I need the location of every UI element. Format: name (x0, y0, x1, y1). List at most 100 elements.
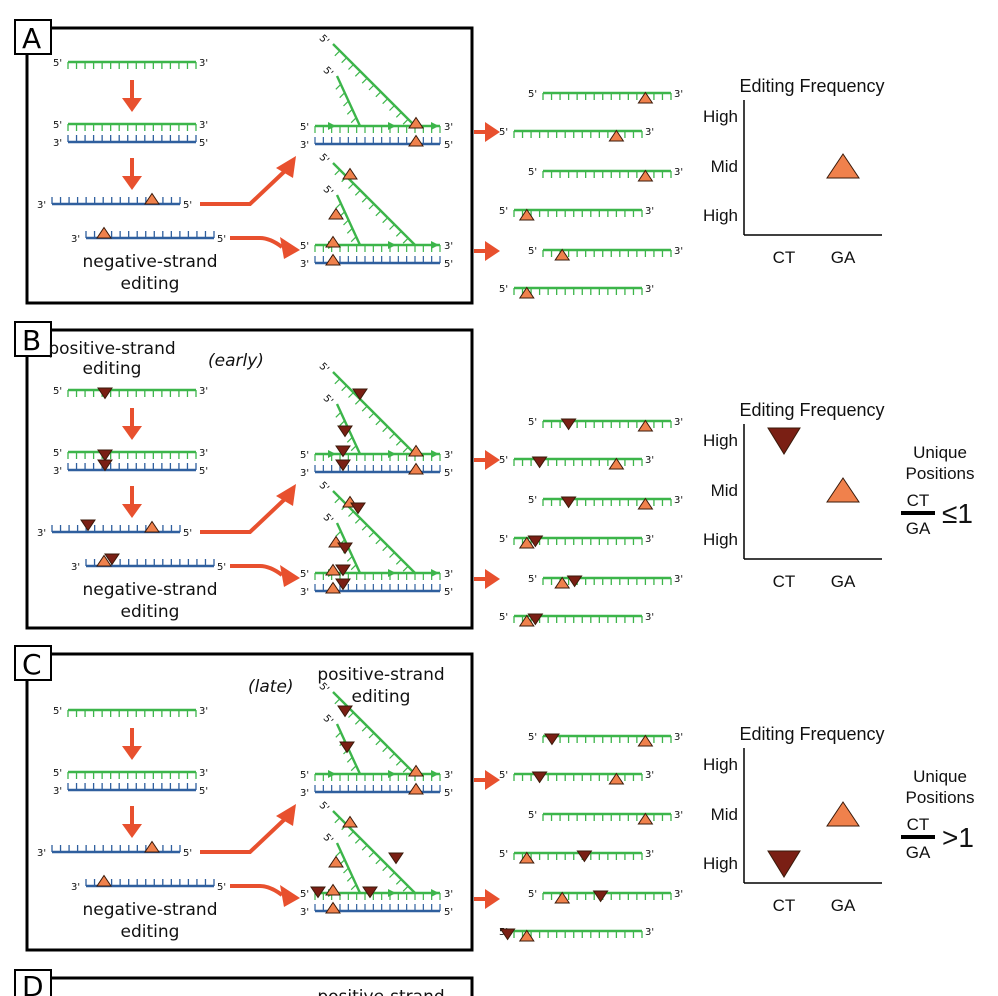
arrow-head (122, 824, 142, 838)
base-tick (346, 108, 353, 115)
five-prime-label: 5' (321, 713, 335, 727)
panel-frame (25, 26, 474, 305)
ga-edit-marker (328, 855, 344, 868)
three-prime-label: 3' (300, 140, 309, 151)
five-prime-label: 5' (528, 889, 537, 900)
progeny-strand: 5'3' (528, 167, 683, 182)
three-prime-label: 3' (645, 612, 654, 623)
five-prime-label: 5' (528, 89, 537, 100)
five-prime-label: 5' (444, 259, 453, 270)
progeny-strand: 5'3' (499, 770, 654, 785)
three-prime-label: 3' (300, 259, 309, 270)
unique-positions-label: Unique (913, 767, 967, 786)
ct-edit-marker (337, 425, 353, 438)
arrow-head (122, 98, 142, 112)
positive-strand (542, 576, 672, 585)
positive-strand (67, 388, 197, 397)
progeny-strand: 5'3' (499, 127, 654, 142)
panel-d: Dpositive-strand (14, 969, 474, 996)
strand-direction-arrow (431, 569, 439, 577)
three-prime-label: 3' (674, 167, 683, 178)
five-prime-label: 5' (217, 882, 226, 893)
base-tick (335, 83, 342, 90)
five-prime-label: 5' (528, 495, 537, 506)
flow-arrow-down (122, 728, 142, 760)
ga-edit-marker (518, 208, 535, 221)
y-tick-label: High (703, 854, 738, 873)
ga-edit-marker (408, 134, 424, 147)
x-tick-label: CT (773, 896, 796, 915)
base-tick (395, 558, 402, 565)
negative-strand-editing-label: negative-strand (83, 580, 218, 600)
five-prime-label: 5' (53, 120, 62, 131)
ratio-numerator: CT (907, 491, 930, 510)
three-prime-label: 3' (199, 706, 208, 717)
ga-edit-marker (144, 192, 160, 205)
flow-arrow-down (122, 80, 142, 112)
negative-strand (67, 783, 197, 792)
arrow-head (122, 504, 142, 518)
positive-strand (542, 419, 672, 428)
base-tick (343, 867, 349, 874)
three-prime-label: 3' (199, 386, 208, 397)
timing-label: (early) (208, 351, 264, 371)
flow-arrow-bent-up (200, 804, 296, 854)
replication-fork: 5'3'3'5'5'5' (300, 480, 453, 598)
ga-edit-marker (342, 815, 358, 828)
five-prime-label: 5' (321, 512, 335, 526)
five-prime-label: 5' (217, 234, 226, 245)
ct-edit-marker (335, 459, 351, 472)
ga-edit-marker (408, 764, 424, 777)
five-prime-label: 5' (183, 848, 192, 859)
ga-edit-marker (96, 226, 112, 239)
three-prime-label: 3' (444, 889, 453, 900)
strand-direction-arrow (328, 450, 336, 458)
ct-edit-marker (80, 519, 96, 532)
negative-strand-editing-label: editing (121, 274, 180, 294)
five-prime-label: 5' (300, 569, 309, 580)
base-tick (348, 183, 354, 189)
three-prime-label: 3' (645, 770, 654, 781)
base-tick (348, 831, 354, 837)
strand-direction-arrow (388, 889, 396, 897)
base-tick (368, 531, 375, 538)
strand-direction-arrow (388, 450, 396, 458)
base-tick (382, 865, 389, 872)
five-prime-label: 5' (317, 152, 331, 166)
strand-direction-arrow (328, 770, 336, 778)
five-prime-label: 5' (217, 562, 226, 573)
progeny-strand: 5'3' (528, 810, 683, 825)
arrow-head (485, 122, 500, 142)
negative-strand-editing-label: editing (121, 602, 180, 622)
ratio-denominator: GA (906, 843, 931, 862)
arrow-head (122, 746, 142, 760)
arrow-head (122, 176, 142, 190)
positive-strand-editing-label: editing (352, 687, 411, 707)
ga-edit-marker (608, 457, 625, 470)
five-prime-label: 5' (444, 907, 453, 918)
flow-arrow-curved (230, 564, 300, 587)
base-tick (395, 878, 402, 885)
five-prime-label: 5' (499, 206, 508, 217)
positive-strand (67, 60, 197, 69)
ga-edit-marker (144, 840, 160, 853)
ga-edit-marker (144, 520, 160, 533)
five-prime-label: 5' (444, 587, 453, 598)
three-prime-label: 3' (674, 889, 683, 900)
base-tick (354, 70, 361, 77)
panel-letter-box (14, 969, 52, 996)
x-tick-label: CT (773, 572, 796, 591)
panel-letter: B (22, 324, 41, 357)
panel-letter: D (22, 970, 44, 996)
ct-edit-marker (560, 496, 577, 509)
replication-fork: 5'3'3'5'5'5' (300, 681, 453, 799)
positive-strand-editing-label: editing (83, 359, 142, 379)
base-tick (350, 765, 357, 772)
negative-strand-editing-label: negative-strand (83, 252, 218, 272)
five-prime-label: 5' (528, 732, 537, 743)
base-tick (395, 759, 402, 766)
panel-frame (25, 328, 474, 630)
positive-strand (67, 450, 197, 459)
